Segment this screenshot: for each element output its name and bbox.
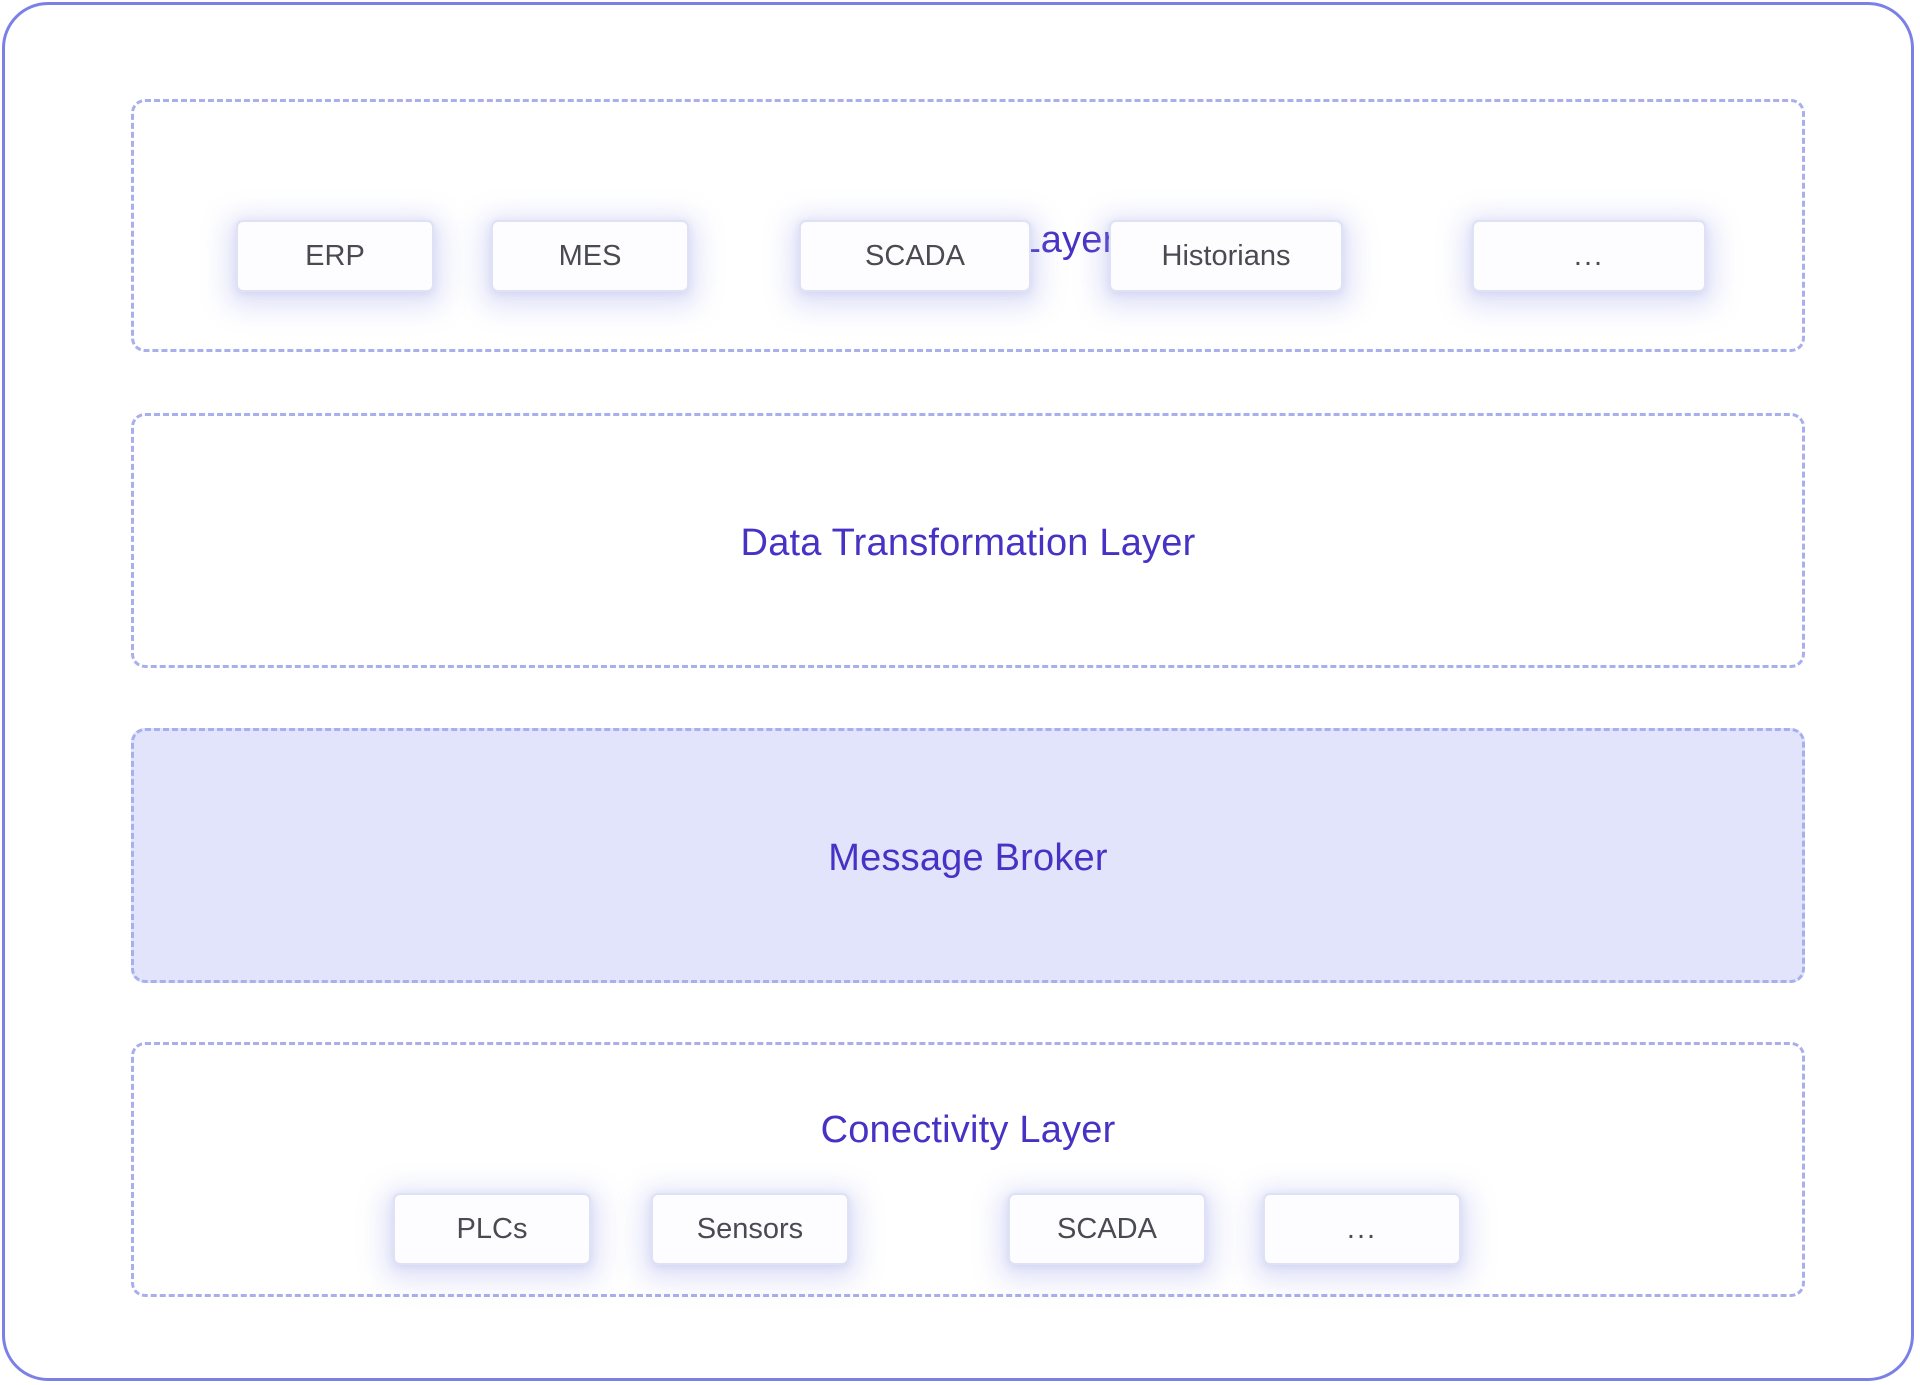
layer-title-message-broker: Message Broker <box>828 837 1108 879</box>
layer-connectivity-bottom: Conectivity Layer PLCs Sensors SCADA ... <box>131 1042 1805 1297</box>
node-chip-more-bottom[interactable]: ... <box>1263 1193 1461 1265</box>
node-chip-more-bottom-label: ... <box>1346 1212 1378 1245</box>
node-row-connectivity-top: ERP MES SCADA Historians ... <box>134 220 1802 292</box>
node-chip-historians[interactable]: Historians <box>1109 220 1343 292</box>
node-chip-historians-label: Historians <box>1161 239 1291 272</box>
node-chip-plcs-label: PLCs <box>456 1212 528 1245</box>
node-chip-erp[interactable]: ERP <box>236 220 434 292</box>
node-chip-plcs[interactable]: PLCs <box>393 1193 591 1265</box>
node-chip-scada-bottom-label: SCADA <box>1057 1212 1157 1245</box>
layer-message-broker: Message Broker <box>131 728 1805 983</box>
layer-title-connectivity-bottom: Conectivity Layer <box>820 1109 1116 1151</box>
layer-title-data-transformation: Data Transformation Layer <box>740 522 1196 564</box>
node-chip-more-top-label: ... <box>1573 239 1605 272</box>
node-chip-erp-label: ERP <box>305 239 365 272</box>
node-chip-scada-bottom[interactable]: SCADA <box>1008 1193 1206 1265</box>
node-chip-sensors[interactable]: Sensors <box>651 1193 849 1265</box>
node-chip-sensors-label: Sensors <box>696 1212 804 1245</box>
layer-connectivity-top: Conectivity Layer ERP MES SCADA Historia… <box>131 99 1805 352</box>
node-row-connectivity-bottom: PLCs Sensors SCADA ... <box>134 1193 1802 1265</box>
node-chip-more-top[interactable]: ... <box>1472 220 1706 292</box>
node-chip-scada[interactable]: SCADA <box>799 220 1031 292</box>
node-chip-mes[interactable]: MES <box>491 220 689 292</box>
layer-data-transformation: Data Transformation Layer <box>131 413 1805 668</box>
node-chip-mes-label: MES <box>558 239 622 272</box>
node-chip-scada-label: SCADA <box>865 239 965 272</box>
